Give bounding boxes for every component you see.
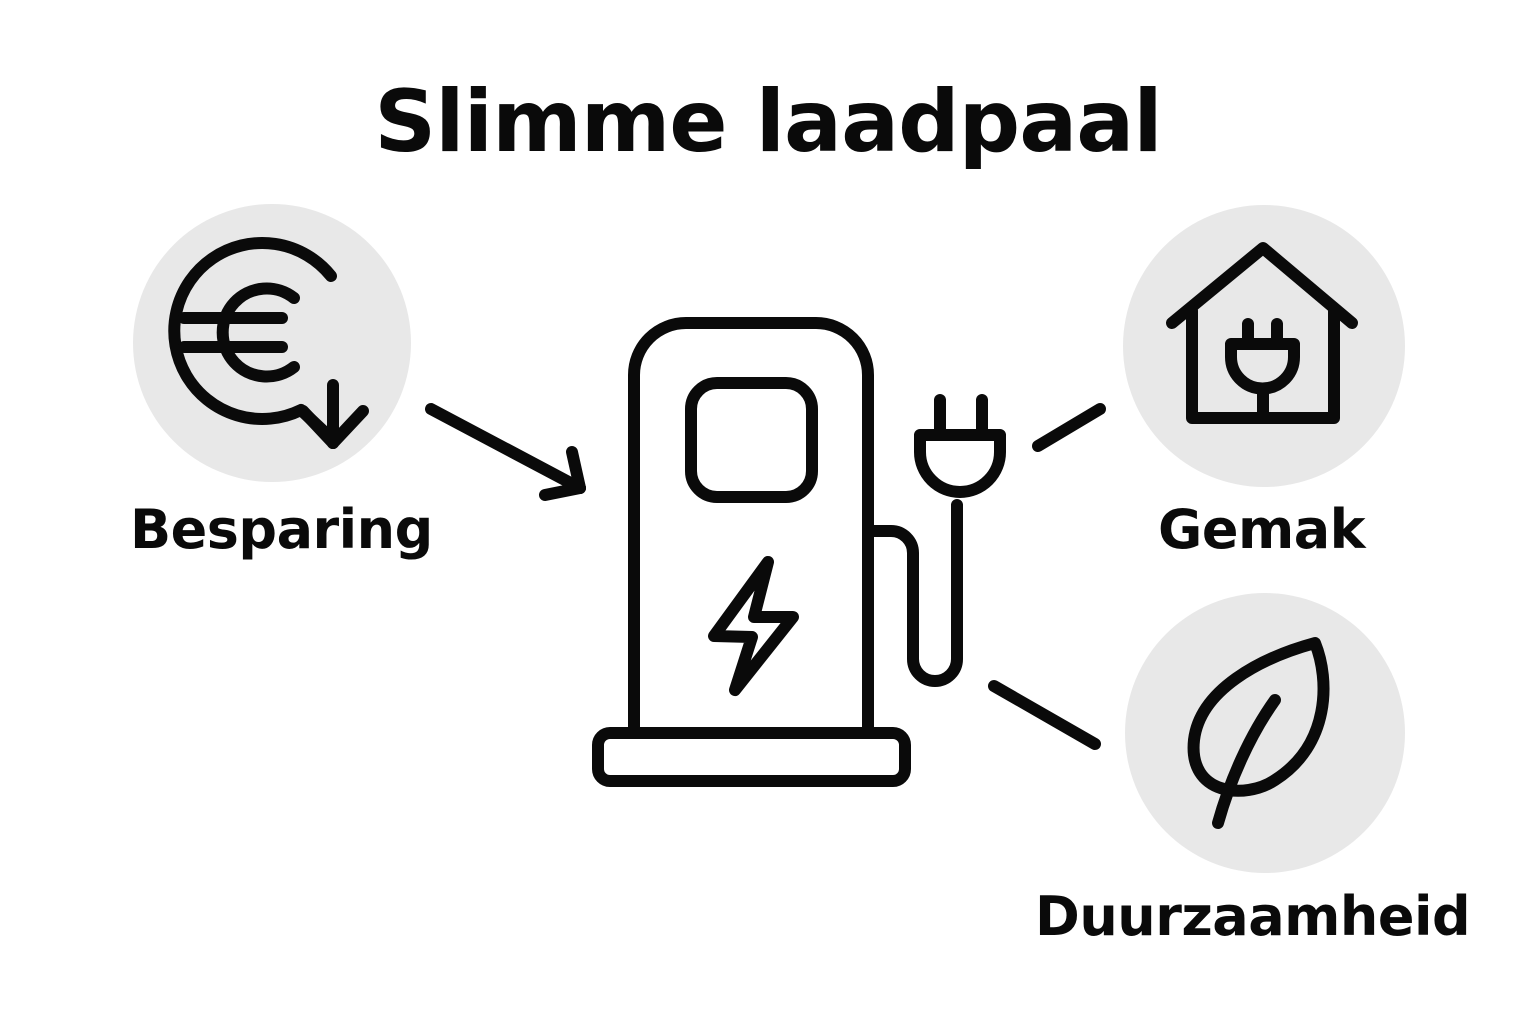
house-plug-icon	[1166, 242, 1358, 424]
arrow-connector	[425, 403, 586, 501]
duurzaamheid-circle	[1125, 593, 1405, 873]
leaf-icon	[1187, 637, 1330, 829]
diagram-title: Slimme laadpaal	[374, 72, 1163, 172]
besparing-label: Besparing	[130, 498, 433, 561]
euro-down-icon	[168, 236, 369, 449]
line-connector-duurzaamheid	[988, 680, 1101, 750]
ev-charging-station-icon	[592, 317, 1006, 787]
line-connector-gemak	[1032, 403, 1106, 452]
duurzaamheid-label: Duurzaamheid	[1035, 885, 1471, 948]
gemak-label: Gemak	[1158, 498, 1366, 561]
